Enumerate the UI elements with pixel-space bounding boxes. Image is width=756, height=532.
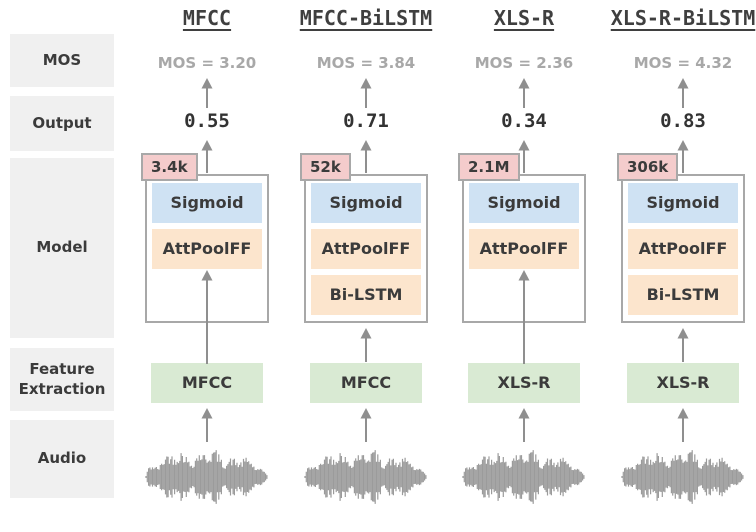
row-label-output: Output: [10, 96, 114, 151]
pipeline-column-xlsr: XLS-R MOS = 2.36 0.34 2.1M Sigmoid AttPo…: [446, 0, 602, 532]
feature-extraction-box: MFCC: [151, 363, 263, 403]
up-arrow-icon: [201, 408, 213, 442]
sigmoid-layer: Sigmoid: [311, 183, 421, 223]
param-count-badge: 2.1M: [458, 153, 520, 181]
output-value: 0.34: [501, 110, 547, 132]
attpoolff-layer: AttPoolFF: [311, 229, 421, 269]
up-arrow-icon: [518, 408, 530, 442]
audio-waveform: [462, 450, 585, 504]
up-arrow-icon: [201, 270, 213, 364]
pipeline-column-mfcc: MFCC MOS = 3.20 0.55 3.4k Sigmoid AttPoo…: [129, 0, 285, 532]
feature-extraction-box: MFCC: [310, 363, 422, 403]
pipeline-column-xlsr-bilstm: XLS-R-BiLSTM MOS = 4.32 0.83 306k Sigmoi…: [605, 0, 756, 532]
bilstm-layer: Bi-LSTM: [311, 275, 421, 315]
column-header: XLS-R-BiLSTM: [610, 6, 756, 30]
row-label-feature-extraction: Feature Extraction: [10, 348, 114, 411]
up-arrow-icon: [360, 408, 372, 442]
up-arrow-icon: [677, 78, 689, 108]
sigmoid-layer: Sigmoid: [628, 183, 738, 223]
output-value: 0.55: [184, 110, 230, 132]
model-box: Sigmoid AttPoolFF Bi-LSTM: [621, 174, 745, 323]
feature-extraction-box: XLS-R: [627, 363, 739, 403]
model-box: Sigmoid AttPoolFF: [145, 174, 269, 323]
row-label-audio: Audio: [10, 420, 114, 498]
attpoolff-layer: AttPoolFF: [469, 229, 579, 269]
attpoolff-layer: AttPoolFF: [628, 229, 738, 269]
up-arrow-icon: [360, 78, 372, 108]
column-header: MFCC: [182, 6, 232, 30]
output-value: 0.71: [343, 110, 389, 132]
feature-extraction-box: XLS-R: [468, 363, 580, 403]
up-arrow-icon: [201, 78, 213, 108]
mos-value: MOS = 3.84: [316, 54, 416, 72]
model-box: Sigmoid AttPoolFF Bi-LSTM: [304, 174, 428, 323]
param-count-badge: 3.4k: [141, 153, 198, 181]
pipeline-column-mfcc-bilstm: MFCC-BiLSTM MOS = 3.84 0.71 52k Sigmoid …: [288, 0, 444, 532]
sigmoid-layer: Sigmoid: [152, 183, 262, 223]
mos-value: MOS = 4.32: [633, 54, 733, 72]
mos-value: MOS = 2.36: [474, 54, 574, 72]
row-label-mos: MOS: [10, 34, 114, 87]
up-arrow-icon: [518, 270, 530, 364]
up-arrow-icon: [360, 140, 372, 173]
column-header: MFCC-BiLSTM: [299, 6, 433, 30]
up-arrow-icon: [677, 328, 689, 362]
audio-waveform: [145, 450, 268, 504]
up-arrow-icon: [518, 78, 530, 108]
up-arrow-icon: [360, 328, 372, 362]
attpoolff-layer: AttPoolFF: [152, 229, 262, 269]
row-label-model: Model: [10, 158, 114, 338]
audio-waveform: [304, 450, 427, 504]
sigmoid-layer: Sigmoid: [469, 183, 579, 223]
up-arrow-icon: [677, 140, 689, 173]
param-count-badge: 306k: [617, 153, 679, 181]
param-count-badge: 52k: [300, 153, 351, 181]
up-arrow-icon: [201, 140, 213, 173]
up-arrow-icon: [677, 408, 689, 442]
output-value: 0.83: [660, 110, 706, 132]
bilstm-layer: Bi-LSTM: [628, 275, 738, 315]
mos-value: MOS = 3.20: [157, 54, 257, 72]
column-header: XLS-R: [493, 6, 555, 30]
audio-waveform: [621, 450, 744, 504]
up-arrow-icon: [518, 140, 530, 173]
